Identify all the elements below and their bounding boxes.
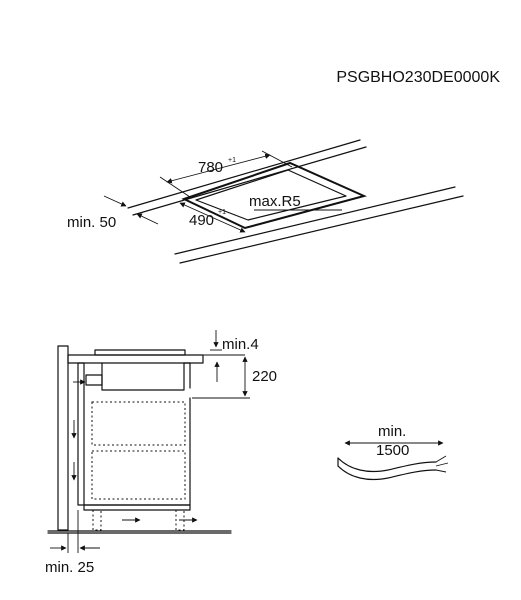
- dim-25-label: min. 25: [45, 559, 94, 576]
- top-view: 780 +1 490 +1 max.R5 min. 50: [67, 139, 464, 264]
- dim-4-label: min.4: [222, 336, 259, 353]
- dim-50-label: min. 50: [67, 214, 116, 231]
- hob-connector: [85, 374, 103, 386]
- dim-780-line: [166, 153, 271, 184]
- dim-780-tolerance: +1: [228, 157, 236, 164]
- hob-body: [101, 362, 185, 391]
- cabinet-side: [77, 362, 85, 506]
- cabinet-plinth: [83, 504, 191, 511]
- worktop-back-line: [127, 139, 361, 209]
- power-cable: [337, 465, 437, 481]
- dim-490-tolerance: +1: [218, 209, 226, 216]
- radius-label: max.R5: [249, 193, 301, 210]
- model-code: PSGBHO230DE0000K: [336, 69, 500, 86]
- power-cable: [337, 457, 437, 473]
- dim-220-label: 220: [252, 368, 277, 385]
- dim-490-label: 490: [189, 212, 214, 229]
- dim-490-line: [179, 202, 246, 233]
- hob-glass: [94, 349, 186, 356]
- worktop-edge-line: [179, 195, 464, 264]
- cable-wire-end: [435, 469, 447, 473]
- dim-50-arrow-in: [103, 195, 127, 207]
- cable-diagram: min. 1500: [337, 423, 449, 481]
- worktop: [67, 354, 204, 364]
- cable-wire-end: [435, 455, 447, 463]
- side-view: min.4 220 min. 25: [45, 330, 277, 576]
- cable-length-label-bottom: 1500: [376, 442, 409, 459]
- drawer-lower: [91, 450, 186, 500]
- dim-50-arrow-out: [136, 213, 159, 225]
- dim-780-ext-left: [159, 176, 191, 198]
- plinth-vent-left: [92, 509, 102, 531]
- worktop-edge-line: [174, 186, 456, 255]
- hob-bracket: [183, 362, 191, 389]
- wall: [57, 345, 69, 531]
- dim-780-label: 780: [198, 159, 223, 176]
- cable-wire-end: [435, 462, 449, 467]
- cable-length-label-top: min.: [378, 423, 406, 440]
- drawer-upper: [91, 401, 186, 446]
